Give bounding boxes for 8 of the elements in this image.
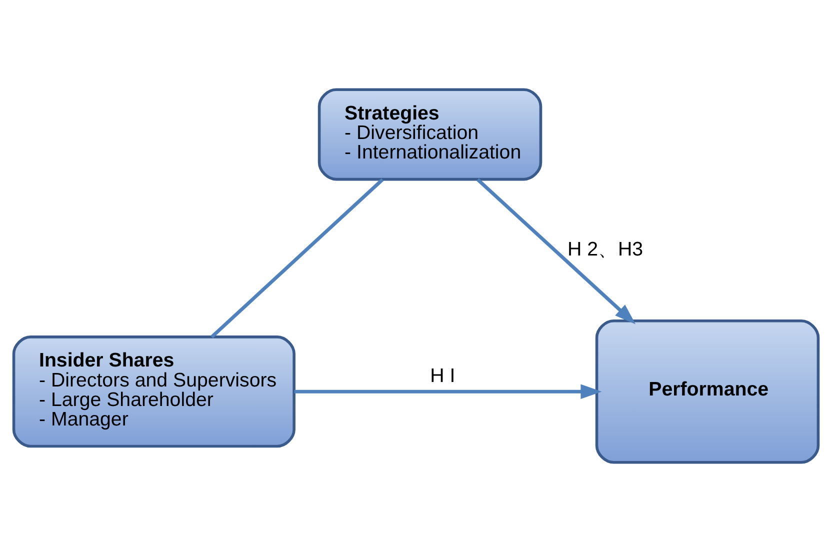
connector [210, 178, 384, 338]
edge-label: H 2、H3 [567, 238, 644, 260]
arrow [294, 384, 602, 398]
node-box: Insider Shares - Directors and Supervisors - Large Shareholder - Manager [12, 335, 296, 448]
edge-label: H I [430, 364, 456, 387]
arrow [476, 178, 636, 324]
node-box: Performance [595, 318, 820, 464]
node-box: Strategies - Diversification - Internationalization [318, 88, 542, 180]
